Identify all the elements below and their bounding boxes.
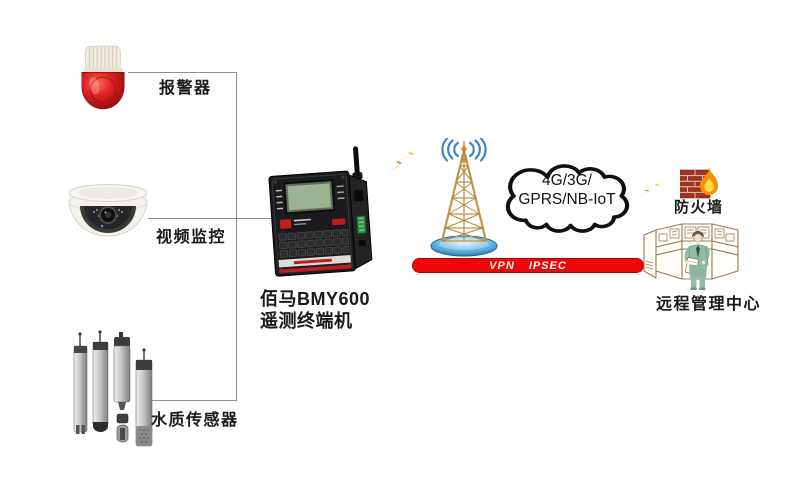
alarm-beacon-icon (81, 45, 125, 110)
terminal-label-line1: 佰马BMY600 (260, 289, 371, 309)
terminal-label-line2: 遥测终端机 (260, 311, 353, 332)
connector-line-vertical (235, 71, 237, 401)
radio-tower-icon (430, 138, 498, 257)
water-sensors-label: 水质传感器 (151, 412, 239, 429)
connector-line-sensors (140, 399, 237, 401)
lightning-bolt-right-icon (636, 180, 670, 198)
lightning-bolt-left-icon (386, 146, 426, 174)
network-cloud-icon (505, 164, 630, 233)
vpn-tunnel-bar: VPN IPSEC (412, 258, 644, 273)
cloud-label-line1: 4G/3G/ (542, 172, 592, 189)
alarm-label: 报警器 (159, 80, 212, 97)
connector-line-alarm (128, 71, 237, 73)
dome-camera-icon (68, 184, 148, 237)
connector-line-camera (148, 217, 278, 219)
vpn-label: VPN IPSEC (489, 259, 567, 272)
camera-label: 视频监控 (156, 229, 227, 246)
terminal-label: 佰马BMY600 遥测终端机 (260, 288, 370, 333)
water-sensors-icon (73, 330, 153, 447)
firewall-label: 防火墙 (674, 199, 724, 216)
cloud-label-line2: GPRS/NB-IoT (518, 191, 616, 208)
firewall-icon (680, 168, 718, 199)
control-room-icon (643, 223, 739, 290)
management-center-label: 远程管理中心 (656, 296, 762, 313)
cloud-label: 4G/3G/ GPRS/NB-IoT (492, 171, 642, 209)
telemetry-terminal-icon (268, 146, 373, 277)
